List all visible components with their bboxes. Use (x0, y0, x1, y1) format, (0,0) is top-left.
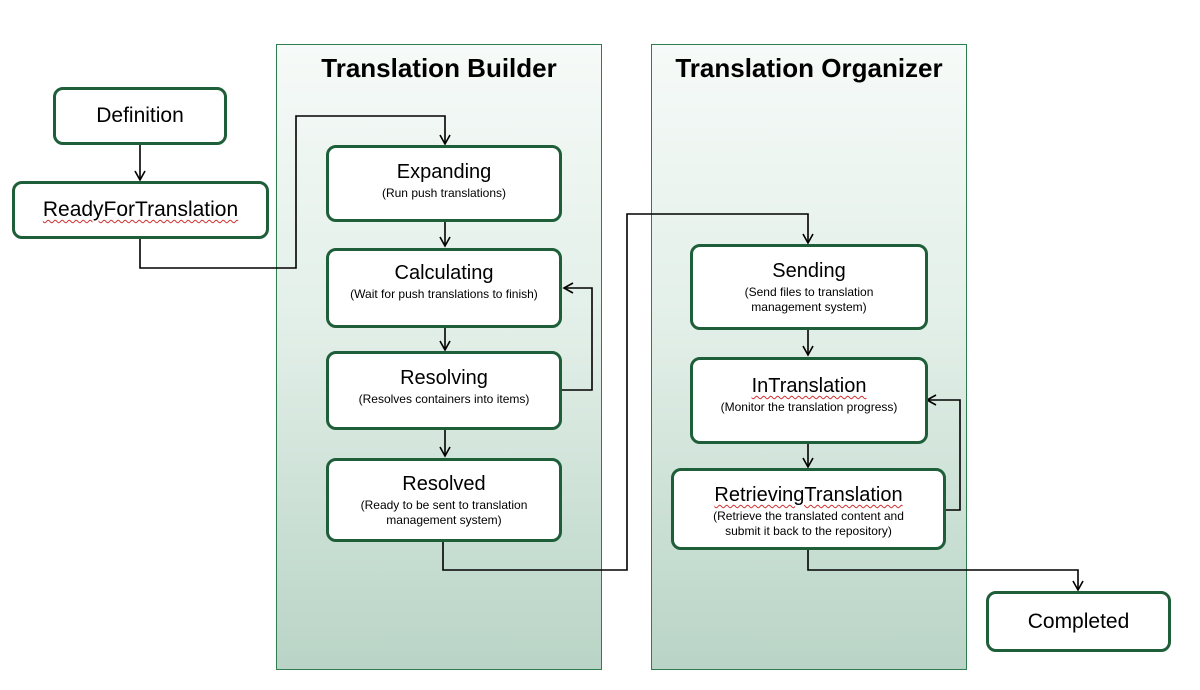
state-expanding: Expanding (Run push translations) (326, 145, 562, 222)
state-resolving-title: Resolving (400, 367, 488, 389)
state-calculating-desc: (Wait for push translations to finish) (350, 287, 538, 301)
state-sending-title: Sending (772, 260, 846, 282)
arrow-retrieving-loop-to-intranslation (925, 394, 961, 511)
state-retrieving-translation-title: RetrievingTranslation (714, 484, 903, 506)
arrow-resolving-loop-to-calculating (562, 282, 593, 391)
translation-builder-title: Translation Builder (321, 53, 557, 83)
state-resolved: Resolved (Ready to be sent to translatio… (326, 458, 562, 542)
arrow-ready-to-expanding (139, 115, 451, 269)
arrow-retrieving-to-completed (807, 550, 1084, 592)
state-definition-title: Definition (96, 104, 184, 127)
state-expanding-title: Expanding (396, 161, 492, 183)
state-retrieving-translation: RetrievingTranslation (Retrieve the tran… (671, 468, 946, 550)
state-expanding-desc: (Run push translations) (381, 186, 507, 200)
state-in-translation-title: InTranslation (751, 375, 867, 397)
state-resolved-desc: (Ready to be sent to translation managem… (360, 498, 528, 527)
state-ready-for-translation-title: ReadyForTranslation (42, 198, 239, 221)
state-resolving: Resolving (Resolves containers into item… (326, 351, 562, 430)
state-in-translation-desc: (Monitor the translation progress) (720, 400, 898, 414)
state-completed: Completed (986, 591, 1171, 652)
state-definition: Definition (53, 87, 227, 145)
state-completed-title: Completed (1027, 609, 1130, 633)
state-resolving-desc: (Resolves containers into items) (358, 392, 530, 406)
state-sending: Sending (Send files to translation manag… (690, 244, 928, 330)
arrow-resolved-to-sending (442, 213, 814, 571)
state-calculating: Calculating (Wait for push translations … (326, 248, 562, 328)
state-in-translation: InTranslation (Monitor the translation p… (690, 357, 928, 444)
state-retrieving-translation-desc: (Retrieve the translated content and sub… (713, 509, 904, 538)
state-resolved-title: Resolved (402, 473, 486, 495)
state-calculating-title: Calculating (394, 262, 494, 284)
translation-organizer-title: Translation Organizer (675, 53, 943, 83)
state-ready-for-translation: ReadyForTranslation (12, 181, 269, 239)
state-sending-desc: (Send files to translation management sy… (744, 285, 874, 314)
